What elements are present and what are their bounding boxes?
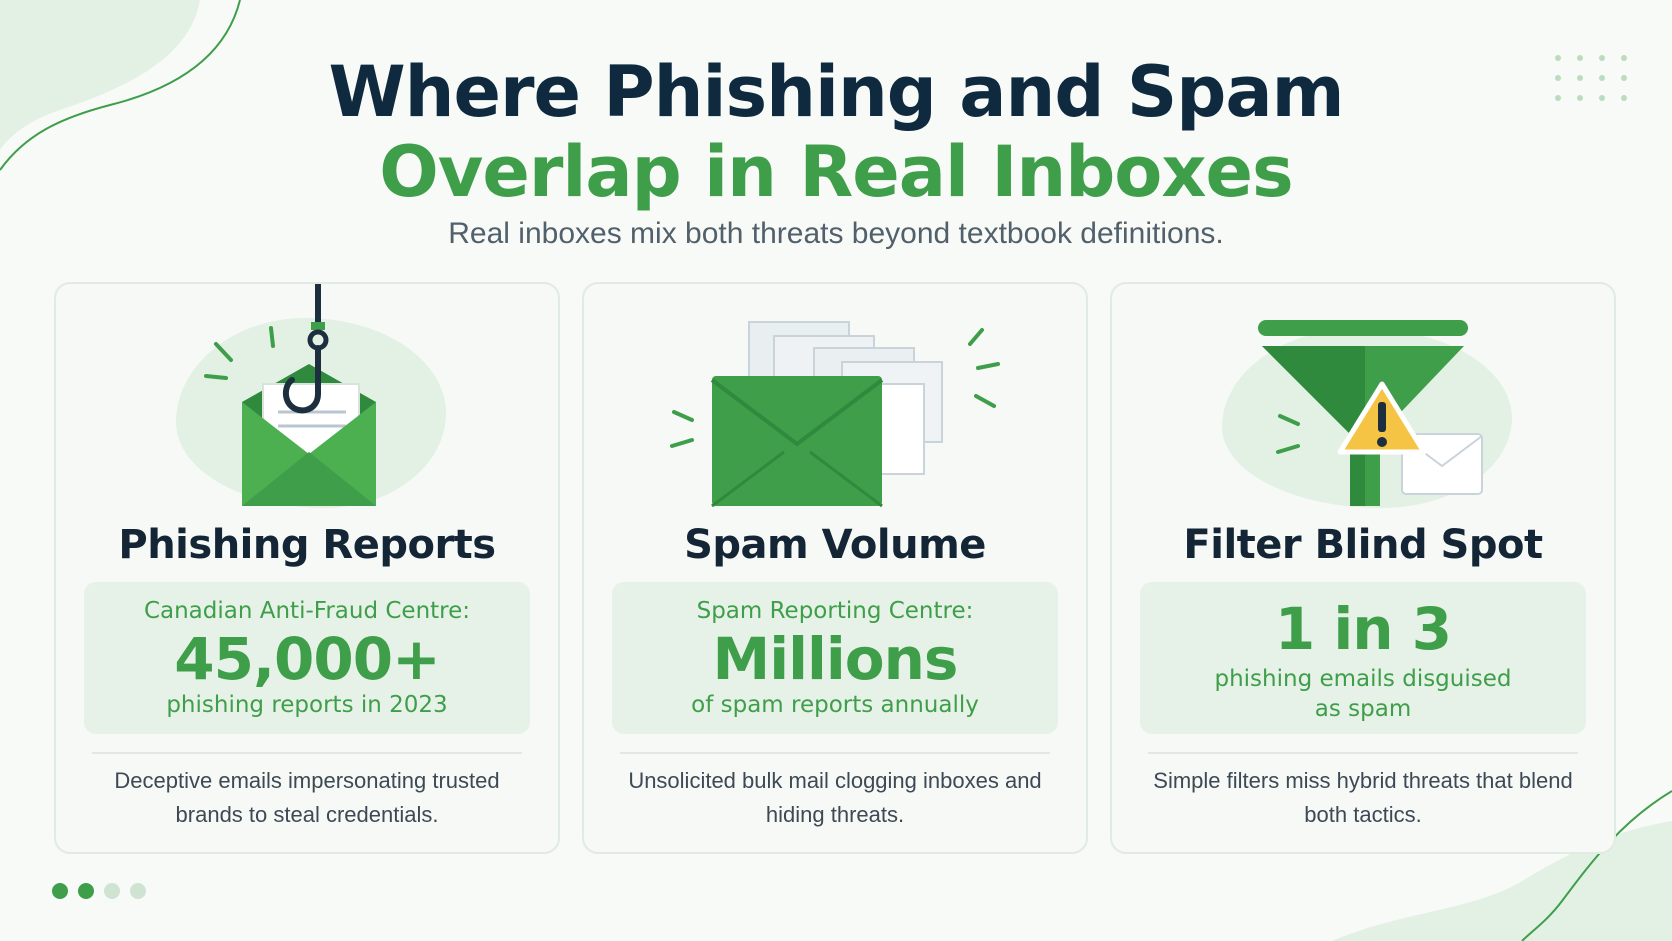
pagination-dot[interactable] [130, 883, 146, 899]
page-title: Where Phishing and Spam Overlap in Real … [0, 52, 1672, 212]
title-line-2: Overlap in Real Inboxes [379, 131, 1293, 213]
stat-value: 45,000+ [174, 625, 440, 693]
card-description: Simple filters miss hybrid threats that … [1153, 768, 1573, 827]
stat-label: Canadian Anti-Fraud Centre: [143, 598, 471, 624]
stat-caption: phishing emails disguised as spam [1214, 666, 1512, 722]
pagination-dot[interactable] [104, 883, 120, 899]
stat-value: Millions [712, 625, 959, 693]
card-filter-blind-spot: Filter Blind Spot 1 in 3 phishing emails… [1110, 282, 1616, 854]
card-title: Phishing Reports [118, 522, 496, 568]
corner-blob-top-left [0, 0, 241, 171]
pagination-dot[interactable] [78, 883, 94, 899]
pagination-dot[interactable] [52, 883, 68, 899]
stat-box: Spam Reporting Centre: Millions of spam … [612, 582, 1058, 734]
stacked-envelopes-icon [670, 321, 1000, 508]
divider [1148, 752, 1578, 754]
title-line-1: Where Phishing and Spam [328, 51, 1344, 133]
page-subtitle: Real inboxes mix both threats beyond tex… [448, 217, 1224, 250]
filter-warning-icon [1258, 320, 1483, 506]
stat-box: 1 in 3 phishing emails disguised as spam [1140, 582, 1586, 734]
card-title: Spam Volume [684, 522, 986, 568]
card-description: Unsolicited bulk mail clogging inboxes a… [628, 768, 1042, 827]
dot-grid-decoration [1555, 55, 1627, 101]
pagination-dots [52, 883, 156, 903]
stat-caption: of spam reports annually [691, 692, 979, 718]
divider [620, 752, 1050, 754]
card-phishing-reports: Phishing Reports Canadian Anti-Fraud Cen… [54, 282, 560, 854]
phishing-hook-envelope-icon [204, 284, 376, 506]
stat-label: Spam Reporting Centre: [696, 598, 974, 624]
stat-value: 1 in 3 [1274, 595, 1452, 663]
card-title: Filter Blind Spot [1183, 522, 1543, 568]
card-spam-volume: Spam Volume Spam Reporting Centre: Milli… [582, 282, 1088, 854]
card-description: Deceptive emails impersonating trusted b… [114, 768, 500, 827]
stat-caption: phishing reports in 2023 [166, 692, 448, 718]
divider [92, 752, 522, 754]
stat-box: Canadian Anti-Fraud Centre: 45,000+ phis… [84, 582, 530, 734]
